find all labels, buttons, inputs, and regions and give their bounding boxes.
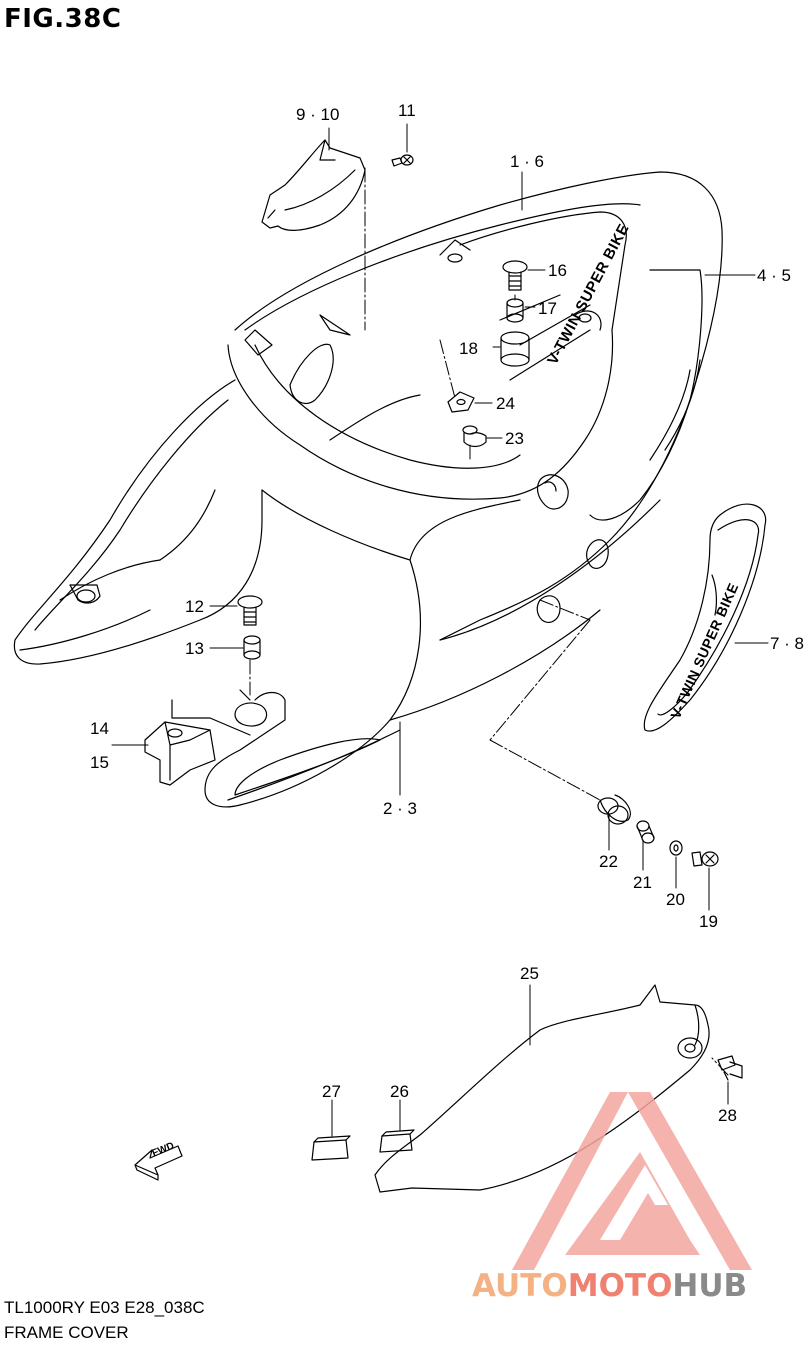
leader-lines bbox=[111, 123, 769, 1137]
model-code: TL1000RY E03 E28_038C bbox=[4, 1298, 205, 1317]
seat-tail-cover bbox=[227, 171, 723, 641]
callout-17: 17 bbox=[538, 299, 557, 318]
callout-12: 12 bbox=[185, 597, 204, 616]
watermark-part-hub: HUB bbox=[672, 1268, 748, 1304]
frame-cover-body bbox=[13, 379, 661, 808]
grommet-18 bbox=[500, 331, 530, 367]
callout-21: 21 bbox=[633, 873, 652, 892]
watermark-part-auto: AUTO bbox=[472, 1268, 568, 1304]
callout-23: 23 bbox=[505, 429, 524, 448]
bracket-9-10 bbox=[261, 139, 366, 231]
screw-16 bbox=[502, 260, 528, 291]
callout-18: 18 bbox=[459, 339, 478, 358]
callout-27: 27 bbox=[322, 1082, 341, 1101]
inner-panel-25 bbox=[374, 984, 710, 1193]
automotohub-watermark: AUTOMOTOHUB bbox=[472, 1268, 747, 1304]
collar-21 bbox=[636, 820, 655, 844]
callout-2-3: 2 · 3 bbox=[383, 799, 418, 818]
callout-4-5: 4 · 5 bbox=[757, 266, 792, 285]
bracket-14-15 bbox=[144, 699, 251, 786]
figure-title: FIG.38C bbox=[4, 4, 122, 34]
callout-19: 19 bbox=[699, 912, 718, 931]
bolt-23 bbox=[462, 425, 487, 448]
grommet-22 bbox=[597, 794, 631, 825]
screw-11 bbox=[391, 154, 414, 167]
callout-20: 20 bbox=[666, 890, 685, 909]
nut-24 bbox=[447, 391, 475, 413]
washer-20 bbox=[669, 840, 683, 856]
screw-12 bbox=[237, 595, 263, 626]
side-decal-7-8 bbox=[643, 503, 767, 732]
fwd-arrow-icon bbox=[134, 1145, 183, 1181]
pad-27 bbox=[311, 1135, 351, 1161]
callout-9-10: 9 · 10 bbox=[296, 105, 340, 124]
callout-16: 16 bbox=[548, 261, 567, 280]
callout-7-8: 7 · 8 bbox=[770, 634, 804, 653]
callout-15: 15 bbox=[90, 753, 109, 772]
callout-28: 28 bbox=[718, 1106, 737, 1125]
callout-24: 24 bbox=[496, 394, 515, 413]
callout-14: 14 bbox=[90, 719, 109, 738]
screw-19 bbox=[691, 851, 719, 867]
callout-1-6: 1 · 6 bbox=[510, 152, 545, 171]
figure-name: FRAME COVER bbox=[4, 1323, 129, 1342]
dash-dot-center-lines bbox=[249, 167, 729, 1076]
callout-26: 26 bbox=[390, 1082, 409, 1101]
callout-13: 13 bbox=[185, 639, 204, 658]
watermark-part-moto: MOTO bbox=[567, 1268, 673, 1304]
callout-22: 22 bbox=[599, 852, 618, 871]
callout-25: 25 bbox=[520, 964, 539, 983]
pad-26 bbox=[379, 1129, 415, 1153]
callout-11: 11 bbox=[398, 101, 416, 120]
collar-13 bbox=[243, 635, 261, 660]
